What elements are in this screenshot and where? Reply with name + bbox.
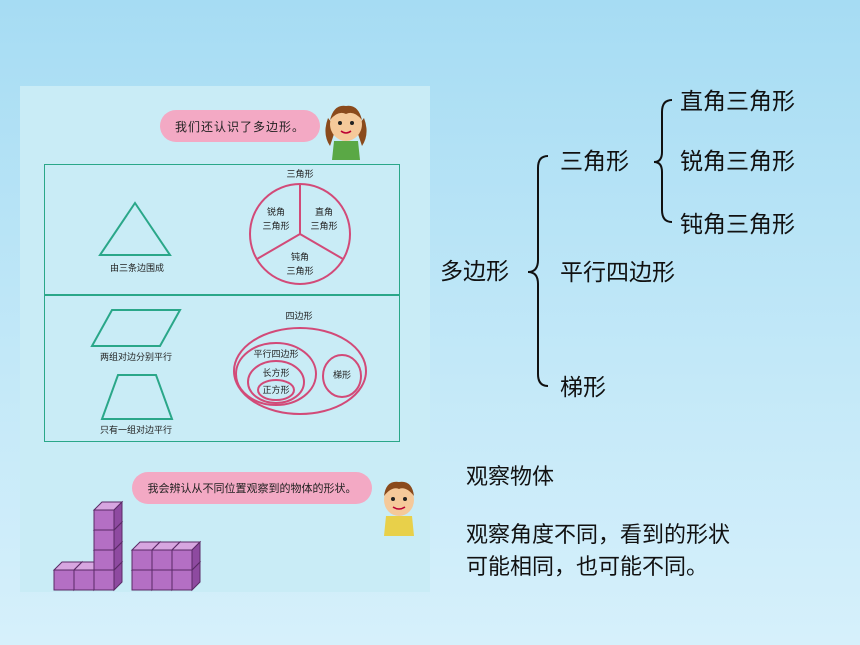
quadrilateral-title: 四边形 (285, 312, 313, 322)
girl-figure (325, 105, 367, 160)
tree-node-acute-triangle: 锐角三角形 (680, 149, 795, 175)
rectangle-label: 长方形 (262, 369, 290, 379)
parallelogram-caption: 两组对边分别平行 (99, 353, 172, 363)
bubble-top-text: 我们还认识了多边形。 (174, 119, 305, 134)
textbook-panel: 我们还认识了多边形。 由三条边围成 三角形 锐角 三角形 直角 三角形 钝角 三… (20, 86, 430, 592)
triangle-circle-title: 三角形 (286, 170, 314, 180)
tree-node-parallelogram: 平行四边形 (560, 260, 675, 286)
quadrilateral-venn-diagram (233, 327, 367, 415)
triangle-shape (98, 201, 172, 256)
trapezoid-shape (100, 374, 174, 420)
tree-node-right-triangle: 直角三角形 (680, 89, 795, 115)
shapes-frame (44, 164, 400, 442)
observe-line-2: 可能相同，也可能不同。 (466, 555, 709, 580)
tree-node-obtuse-triangle: 钝角三角形 (680, 212, 795, 238)
parallelogram-label: 平行四边形 (253, 350, 299, 360)
right-triangle-label: 直角 三角形 (310, 208, 338, 232)
square-label: 正方形 (262, 386, 290, 396)
speech-bubble-bottom: 我会辨认从不同位置观察到的物体的形状。 (132, 472, 372, 504)
frame-divider (44, 294, 400, 296)
triangle-classification-circle (249, 183, 351, 285)
obtuse-triangle-label: 钝角 三角形 (286, 253, 314, 277)
tree-braces (527, 99, 673, 387)
observe-title: 观察物体 (466, 465, 555, 490)
bubble-bottom-text: 我会辨认从不同位置观察到的物体的形状。 (147, 482, 357, 495)
triangle-caption: 由三条边围成 (109, 264, 164, 274)
tree-node-triangle: 三角形 (560, 149, 629, 175)
cube-stacks (53, 501, 201, 591)
tree-root-polygon: 多边形 (440, 259, 509, 285)
boy-figure (384, 481, 414, 536)
speech-bubble-top: 我们还认识了多边形。 (160, 110, 320, 142)
trapezoid-caption: 只有一组对边平行 (99, 426, 172, 436)
trapezoid-label: 梯形 (332, 371, 351, 381)
tree-node-trapezoid: 梯形 (560, 375, 606, 401)
parallelogram-shape (90, 309, 182, 347)
acute-triangle-label: 锐角 三角形 (262, 208, 290, 232)
observe-line-1: 观察角度不同，看到的形状 (466, 523, 731, 548)
